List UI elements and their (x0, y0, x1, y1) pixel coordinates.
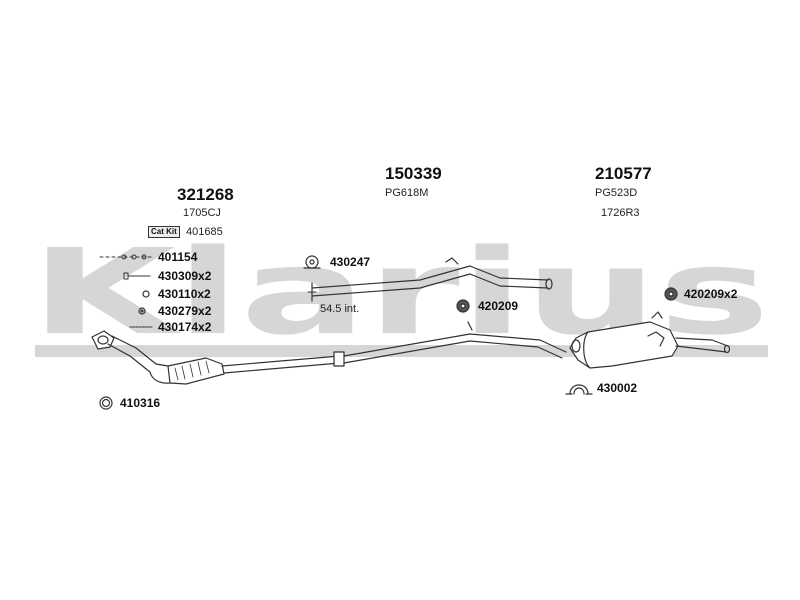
section-2-code: PG618M (385, 187, 429, 199)
intermediate-pipe-icon (311, 257, 553, 302)
washer-icon (138, 307, 146, 315)
hanger-callout: 430247 (330, 255, 371, 269)
section-3-part-number: 210577 (595, 164, 652, 183)
cat-kit-number: 401685 (186, 226, 223, 238)
catalytic-converter-icon (107, 335, 341, 385)
nut-icon (142, 290, 150, 298)
rubber-mount-icon (456, 299, 470, 313)
fitting-label: 430279x2 (158, 304, 212, 318)
fitting-label: 430174x2 (158, 320, 212, 334)
bolt-icon (123, 272, 151, 280)
clamp-icon (565, 384, 593, 395)
fitting-label: 430110x2 (158, 287, 211, 301)
rubber-mount-callout: 420209 (478, 299, 519, 313)
hanger-icon (303, 255, 321, 269)
section-1-part-number: 321268 (177, 185, 234, 204)
rubber-mount-rear-callout: 420209x2 (684, 287, 738, 301)
front-flange-icon (91, 330, 115, 350)
rubber-mount-rear-icon (664, 287, 678, 301)
gasket-ring-callout: 410316 (120, 396, 161, 410)
middle-joint-icon (333, 321, 567, 367)
fitting-label: 401154 (158, 250, 198, 264)
section-1-code: 1705CJ (183, 207, 221, 219)
cat-kit-badge: Cat Kit (148, 226, 180, 238)
gasket-ring-icon (99, 396, 113, 410)
section-3-code: PG523D (595, 187, 638, 199)
fitting-label: 430309x2 (158, 269, 212, 283)
bolt-set-icon (99, 254, 155, 260)
clamp-callout: 430002 (597, 381, 638, 395)
pipe-note: 54.5 int. (320, 303, 360, 315)
rear-silencer-icon (569, 311, 731, 369)
section-2-part-number: 150339 (385, 164, 442, 183)
section-3-code-2: 1726R3 (601, 207, 640, 219)
